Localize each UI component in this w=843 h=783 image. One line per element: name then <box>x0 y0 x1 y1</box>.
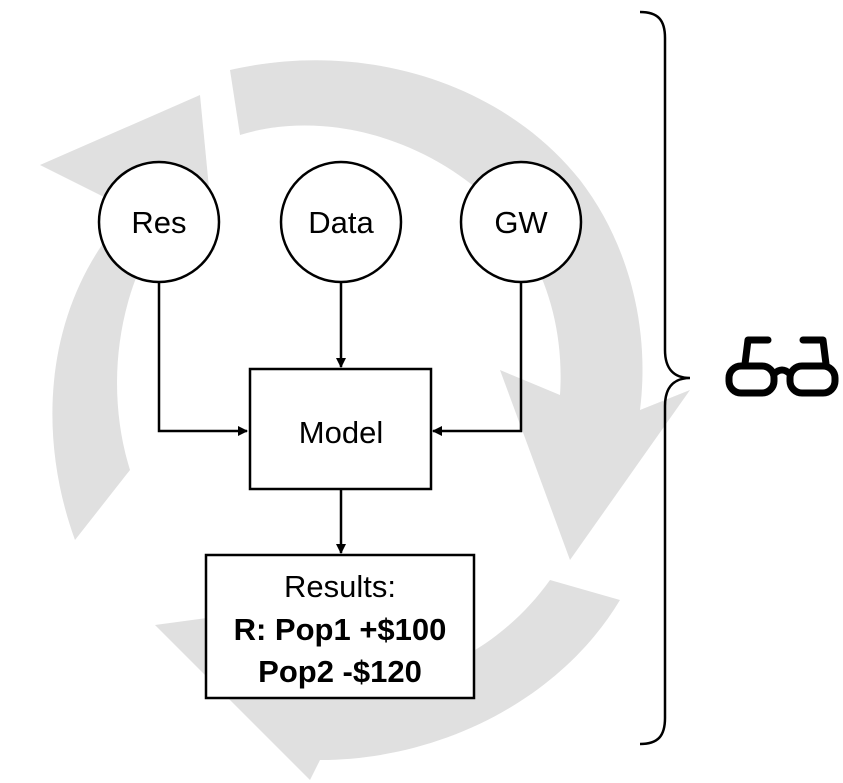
cycle-arrow-right <box>230 60 690 561</box>
results-heading: Results: <box>284 569 396 604</box>
input-label-res: Res <box>131 205 186 240</box>
input-node-data: Data <box>279 160 403 284</box>
edge-res-to-model <box>157 282 248 436</box>
results-node: Results: R: Pop1 +$100 Pop2 -$120 <box>204 553 476 700</box>
input-label-data: Data <box>308 205 374 240</box>
cycle-arrow-top <box>40 95 215 540</box>
model-node: Model <box>248 367 433 491</box>
input-node-res: Res <box>97 160 221 284</box>
results-line-2: Pop2 -$120 <box>258 654 422 689</box>
model-label: Model <box>299 415 383 450</box>
edge-gw-to-model <box>432 282 523 436</box>
input-node-gw: GW <box>459 160 583 284</box>
input-label-gw: GW <box>494 205 548 240</box>
connectors <box>157 282 523 554</box>
glasses-icon <box>725 336 839 397</box>
results-line-1: R: Pop1 +$100 <box>234 612 447 647</box>
right-curly-brace <box>639 10 691 746</box>
